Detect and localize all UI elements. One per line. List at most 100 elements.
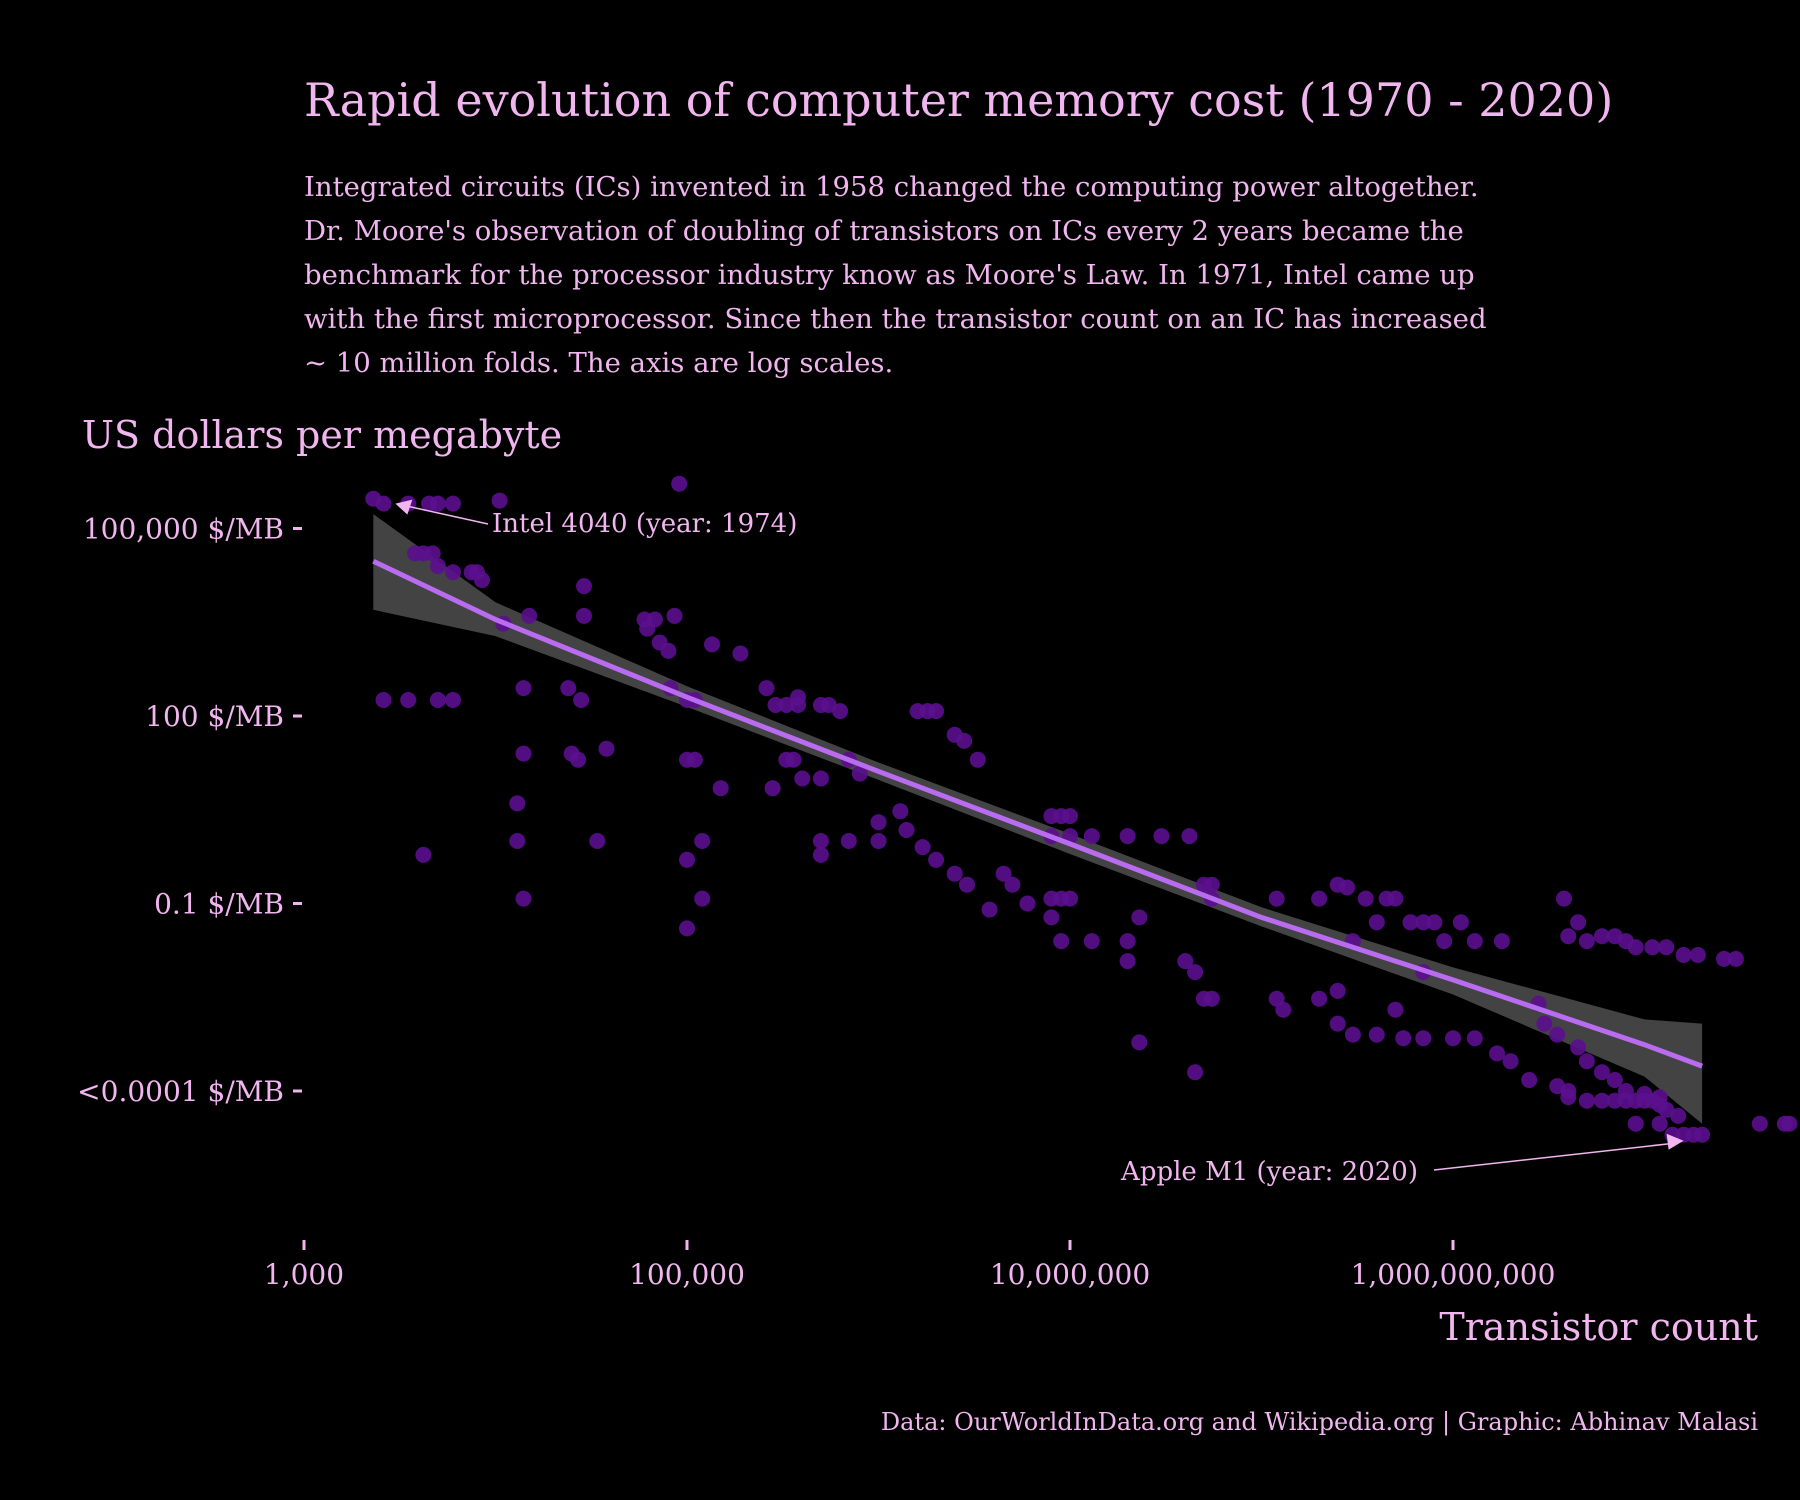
scatter-point [1636, 1085, 1653, 1102]
scatter-point [1368, 1026, 1385, 1043]
annotation-arrowhead [1666, 1133, 1684, 1150]
scatter-point [1727, 950, 1744, 967]
chart-subtitle-line: with the first microprocessor. Since the… [304, 303, 1487, 335]
scatter-point [598, 740, 615, 757]
chart-subtitle-line: benchmark for the processor industry kno… [304, 259, 1475, 291]
scatter-point [1329, 1015, 1346, 1032]
scatter-point [1560, 928, 1577, 945]
scatter-point [1751, 1115, 1768, 1132]
scatter-point [400, 692, 417, 708]
scatter-point [576, 607, 592, 624]
scatter-point [509, 833, 526, 849]
scatter-point [1153, 828, 1170, 845]
scatter-point [785, 751, 802, 768]
scatter-point [1445, 1030, 1461, 1047]
scatter-point [589, 833, 606, 849]
scatter-point [1594, 928, 1610, 945]
scatter-point [445, 495, 461, 512]
x-axis-title: Transistor count [1439, 1305, 1758, 1349]
scatter-point [1402, 914, 1419, 931]
scatter-point [1344, 1026, 1361, 1043]
scatter-point [778, 697, 795, 713]
y-tick-label: <0.0001 $/MB [77, 1075, 284, 1108]
y-tick-label: 100 $/MB [145, 700, 284, 733]
scatter-point [573, 692, 590, 708]
scatter-point [1043, 909, 1060, 926]
trend-line-layer [372, 558, 1703, 1069]
scatter-point [764, 780, 781, 797]
scatter-point [1466, 933, 1483, 950]
scatter-point [1019, 895, 1036, 912]
scatter-point [1062, 808, 1078, 825]
scatter-point [1268, 890, 1285, 907]
scatter-point [415, 846, 432, 863]
annotation-label: Intel 4040 (year: 1974) [492, 509, 797, 539]
chart-subtitle-line: ~ 10 million folds. The axis are log sca… [304, 347, 893, 379]
chart-subtitle-line: Dr. Moore's observation of doubling of t… [304, 215, 1464, 247]
scatter-point [639, 620, 656, 637]
scatter-point [576, 578, 592, 595]
scatter-point [1187, 1064, 1204, 1081]
scatter-point [375, 692, 392, 708]
scatter-point [686, 751, 703, 768]
scatter-point [1578, 1092, 1595, 1109]
scatter-point [1436, 933, 1453, 950]
scatter-point [694, 890, 711, 907]
scatter-point [1119, 953, 1136, 970]
scatter-point [1387, 890, 1404, 907]
scatter-point [679, 851, 695, 868]
annotation-arrow [409, 505, 489, 525]
x-tick-label: 100,000 [629, 1258, 745, 1291]
scatter-point [1452, 914, 1469, 931]
scatter-point [851, 765, 868, 782]
x-tick-label: 1,000,000,000 [1351, 1258, 1556, 1291]
scatter-point [1311, 890, 1328, 907]
scatter-point [666, 607, 683, 624]
scatter-point [1570, 914, 1587, 931]
scatter-point [1627, 1115, 1644, 1132]
scatter-point [1606, 1072, 1623, 1088]
scatter-point [1644, 939, 1661, 956]
scatter-point [1493, 933, 1510, 950]
scatter-point [1651, 1115, 1668, 1132]
scatter-point [832, 703, 849, 720]
scatter-point [898, 822, 915, 838]
scatter-point [840, 833, 857, 849]
scatter-point [1689, 947, 1706, 963]
scatter-point [521, 607, 538, 624]
annotation-arrow [1433, 1142, 1670, 1171]
scatter-point [704, 636, 720, 653]
scatter-point [928, 703, 945, 720]
scatter-point [429, 558, 446, 575]
scatter-point [560, 680, 577, 697]
scatter-point [1578, 933, 1595, 950]
scatter-point [1521, 1072, 1538, 1088]
scatter-point [1716, 950, 1732, 967]
scatter-point [1658, 939, 1675, 956]
scatter-point [1415, 1030, 1432, 1047]
scatter-point [1556, 890, 1572, 907]
scatter-point [671, 475, 688, 492]
scatter-point [1357, 890, 1374, 907]
scatter-point [1203, 990, 1220, 1007]
scatter-point [712, 780, 729, 797]
scatter-point [424, 545, 441, 562]
scatter-point [956, 732, 973, 749]
scatter-point [1339, 879, 1356, 896]
scatter-point [1426, 914, 1443, 931]
scatter-point [445, 564, 461, 581]
scatter-point [1181, 828, 1198, 845]
x-tick-label: 10,000,000 [990, 1258, 1150, 1291]
scatter-point [1627, 939, 1644, 956]
annotation-label: Apple M1 (year: 2020) [1120, 1157, 1418, 1187]
scatter-point [1119, 828, 1136, 845]
scatter-point [429, 495, 446, 512]
scatter-point [515, 680, 532, 697]
scatter-point [679, 920, 695, 937]
scatter-point [812, 846, 829, 863]
annotation-arrowhead [395, 499, 413, 515]
scatter-point [515, 745, 532, 762]
scatter-point [1675, 947, 1692, 963]
